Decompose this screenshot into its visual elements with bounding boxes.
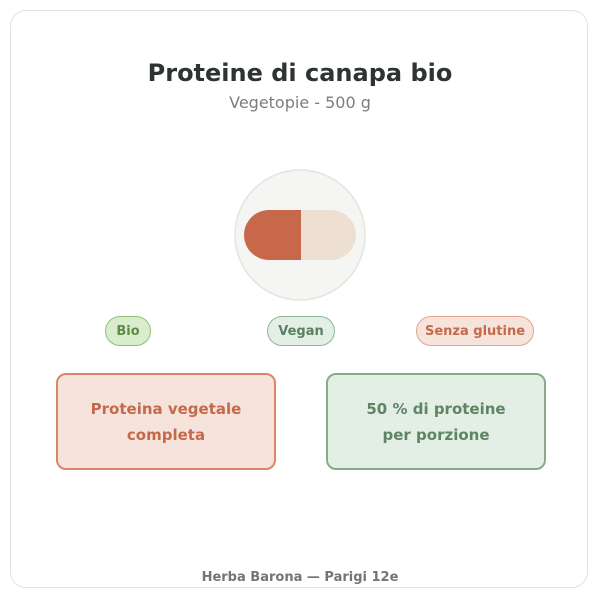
badge-gluten-free: Senza glutine — [416, 316, 534, 346]
footer-shop-info: Herba Barona — Parigi 12e — [201, 570, 399, 585]
feature-protein-percentage: 50 % di proteine per porzione — [326, 373, 546, 470]
product-card: Proteine di canapa bio Vegetopie - 500 g… — [10, 10, 588, 588]
feature-complete-protein: Proteina vegetale completa — [56, 373, 276, 470]
product-title: Proteine di canapa bio — [147, 59, 453, 87]
product-subtitle: Vegetopie - 500 g — [229, 93, 371, 112]
feature-protein-percentage-text: 50 % di proteine per porzione — [366, 399, 506, 444]
badge-vegan: Vegan — [267, 316, 335, 346]
badge-bio: Bio — [105, 316, 151, 346]
capsule-right-half — [300, 210, 356, 260]
capsule-icon — [233, 168, 367, 302]
feature-complete-protein-text: Proteina vegetale completa — [90, 399, 242, 444]
capsule-left-half — [244, 210, 300, 260]
capsule-icon-graphic — [234, 169, 366, 301]
